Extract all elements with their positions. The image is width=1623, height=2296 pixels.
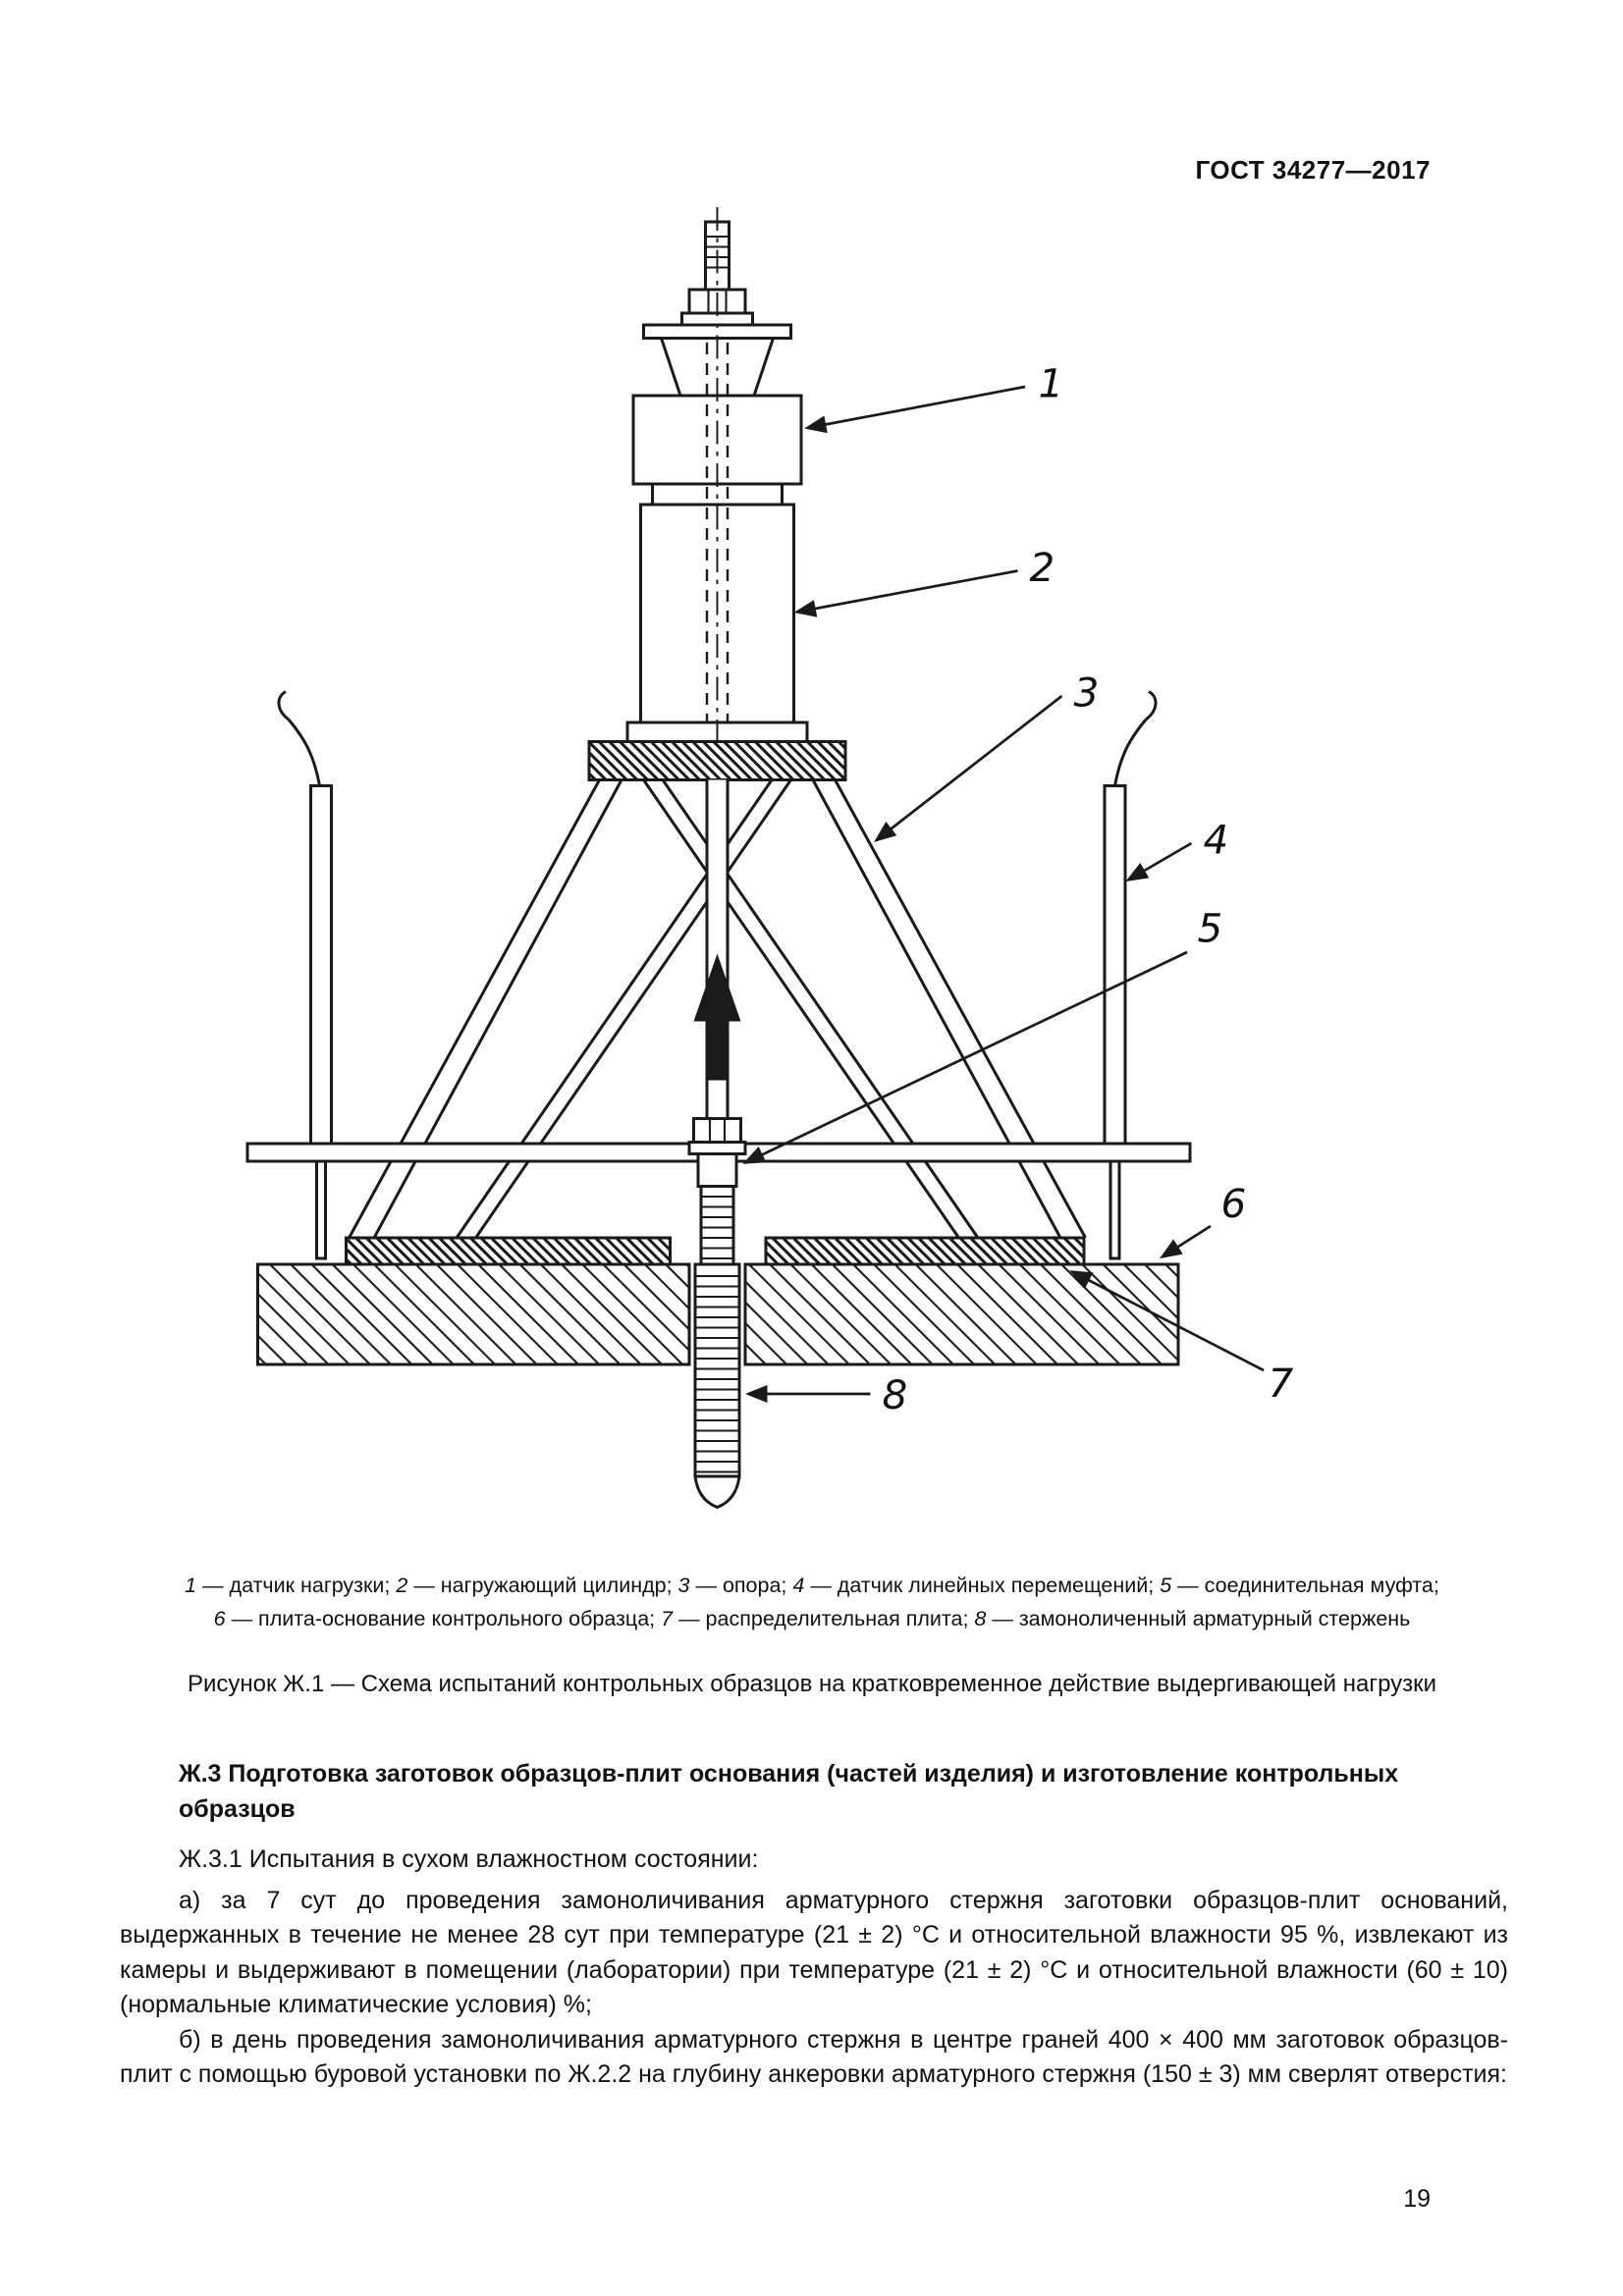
callout-4: 4: [1204, 817, 1229, 864]
paragraph-zh31: Ж.3.1 Испытания в сухом влажностном сост…: [179, 1845, 759, 1873]
load-direction-arrow: [693, 953, 741, 1081]
legend-item: 3 — опора;: [677, 1574, 793, 1597]
displacement-sensor-right: [1103, 690, 1158, 1260]
base-plate: [256, 1262, 1180, 1366]
callout-1: 1: [1039, 360, 1064, 407]
distribution-plate-left: [345, 1236, 672, 1266]
paragraph-a: а) за 7 сут до проведения замоноличивани…: [120, 1886, 1508, 2019]
coupling: [687, 1117, 747, 1266]
figure-area: 1 2 3 4 5 6 7 8: [221, 201, 1340, 1526]
callout-5: 5: [1198, 905, 1223, 952]
callout-7: 7: [1269, 1360, 1294, 1407]
page-header: ГОСТ 34277—2017: [1195, 155, 1431, 185]
callout-6: 6: [1221, 1180, 1247, 1227]
legend-item: 1 — датчик нагрузки;: [185, 1574, 397, 1597]
figure-caption: Рисунок Ж.1 — Схема испытаний контрольны…: [187, 1671, 1437, 1697]
distribution-plate-right: [764, 1236, 1086, 1266]
callout-labels: 1 2 3 4 5 6 7 8: [883, 360, 1294, 1419]
figure-legend: 1 — датчик нагрузки; 2 — нагружающий цил…: [116, 1569, 1508, 1636]
legend-line-2: 6 — плита-основание контрольного образца…: [116, 1602, 1508, 1635]
legend-item: 6 — плита-основание контрольного образца…: [213, 1607, 662, 1631]
callout-2: 2: [1030, 544, 1055, 591]
page-number: 19: [1403, 2185, 1431, 2213]
callout-leaders: [742, 385, 1265, 1403]
paragraph-b: б) в день проведения замоноличивания арм…: [120, 2025, 1508, 2089]
section-heading: Ж.3 Подготовка заготовок образцов-плит о…: [179, 1760, 1399, 1823]
legend-line-1: 1 — датчик нагрузки; 2 — нагружающий цил…: [116, 1569, 1508, 1602]
legend-item: 8 — замоноличенный арматурный стержень: [974, 1607, 1411, 1631]
displacement-sensor-left: [277, 690, 333, 1260]
hidden-rod-dashed-lines: [705, 207, 730, 742]
callout-3: 3: [1074, 669, 1100, 717]
body-text: Ж.3 Подготовка заготовок образцов-плит о…: [120, 1757, 1508, 2093]
legend-item: 4 — датчик линейных перемещений;: [792, 1574, 1161, 1597]
test-setup-diagram: 1 2 3 4 5 6 7 8: [245, 207, 1294, 1510]
anchor-rod: [693, 1262, 741, 1510]
callout-8: 8: [883, 1371, 908, 1418]
collar-plate: [587, 740, 847, 781]
legend-item: 2 — нагружающий цилиндр;: [396, 1574, 678, 1597]
legend-item: 5 — соединительная муфта;: [1160, 1574, 1439, 1597]
legend-item: 7 — распределительная плита;: [661, 1607, 975, 1631]
